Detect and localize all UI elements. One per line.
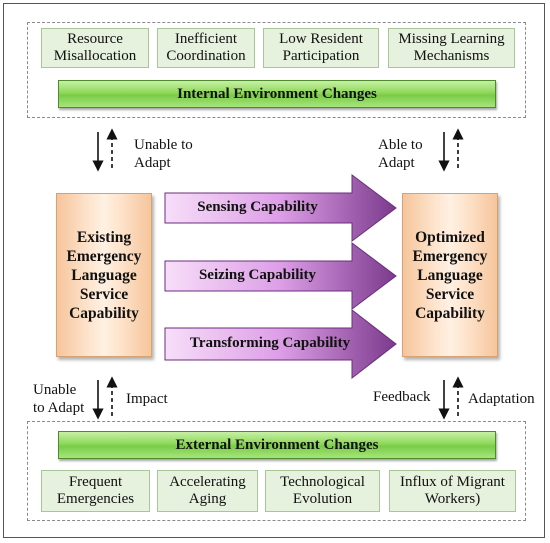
label-unable-to-adapt-bottom: Unable to Adapt	[33, 382, 85, 416]
existing-capability-box: Existing Emergency Language Service Capa…	[56, 193, 152, 357]
seizing-capability-label: Seizing Capability	[198, 267, 317, 283]
external-problem-frequent-emergencies: Frequent Emergencies	[41, 470, 150, 512]
external-environment-group	[27, 421, 526, 521]
internal-problem-inefficient-coordination: Inefficient Coordination	[157, 28, 255, 68]
label-unable-to-adapt-top: Unable to Adapt	[134, 137, 193, 171]
internal-environment-group	[27, 22, 526, 118]
external-problem-influx-of-migrant-workers: Influx of Migrant Workers)	[389, 470, 516, 512]
external-environment-changes-bar: External Environment Changes	[58, 431, 496, 459]
label-impact: Impact	[126, 391, 168, 407]
optimized-capability-box: Optimized Emergency Language Service Cap…	[402, 193, 498, 357]
internal-environment-changes-bar: Internal Environment Changes	[58, 80, 496, 108]
transforming-arrow	[164, 308, 397, 380]
transforming-capability-label: Transforming Capability	[189, 335, 351, 351]
label-adaptation: Adaptation	[468, 391, 535, 407]
external-problem-technological-evolution: Technological Evolution	[265, 470, 380, 512]
sensing-arrow	[164, 174, 397, 242]
internal-problem-resource-misallocation: Resource Misallocation	[41, 28, 149, 68]
diagram-frame	[3, 3, 545, 538]
label-able-to-adapt-top: Able to Adapt	[378, 137, 423, 171]
external-problem-accelerating-aging: Accelerating Aging	[157, 470, 258, 512]
label-feedback: Feedback	[373, 389, 431, 405]
internal-problem-low-resident-participation: Low Resident Participation	[263, 28, 379, 68]
sensing-capability-label: Sensing Capability	[197, 199, 318, 215]
seizing-arrow	[164, 242, 397, 310]
internal-problem-missing-learning-mechanisms: Missing Learning Mechanisms	[388, 28, 515, 68]
